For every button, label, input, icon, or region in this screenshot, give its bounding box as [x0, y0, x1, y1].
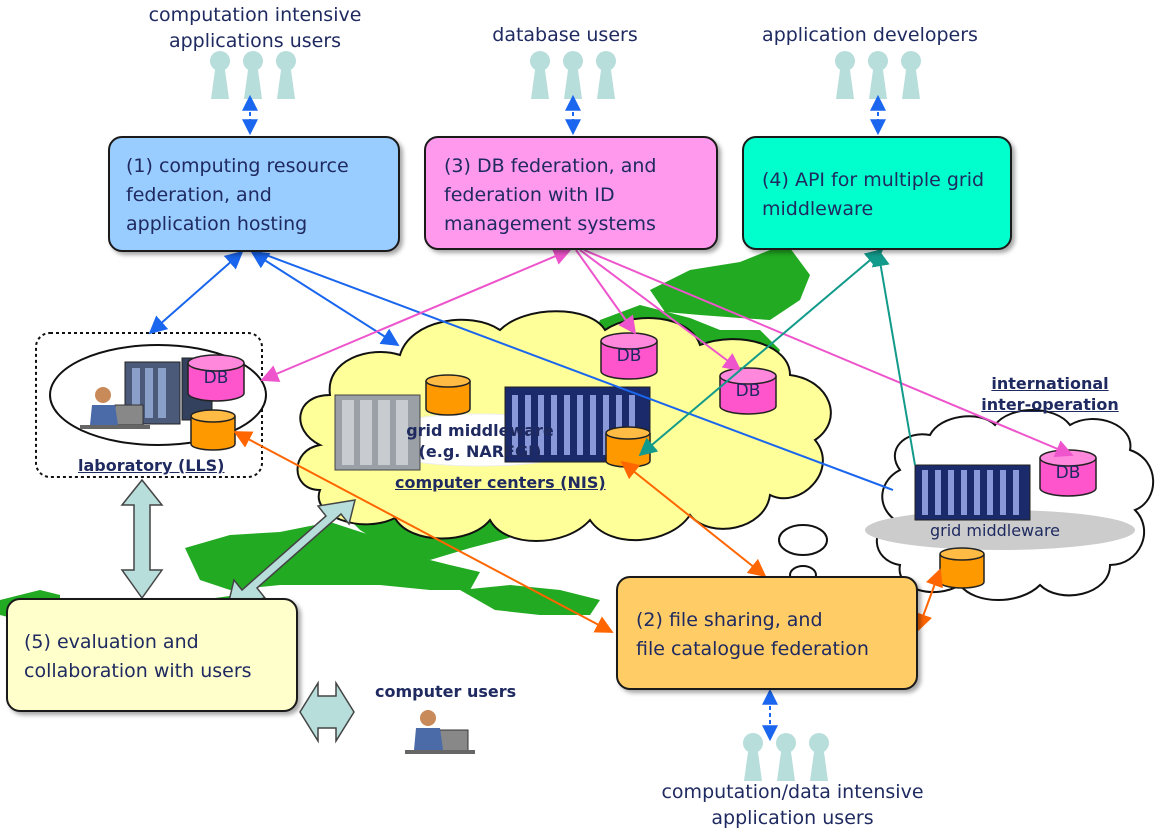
box-db-federation: (3) DB federation, and federation with I… — [424, 136, 718, 250]
box-evaluation-collaboration: (5) evaluation and collaboration with us… — [6, 598, 298, 712]
box-api-multiple-grid-middleware: (4) API for multiple grid middleware — [742, 136, 1012, 250]
storage-cylinder-center-2 — [605, 426, 651, 468]
label-computer-users: computer users — [375, 682, 517, 701]
orange-arrow-lab-box2 — [233, 431, 614, 633]
label-computer-centers: computer centers (NIS) — [395, 473, 606, 492]
storage-cylinder-intl — [939, 547, 985, 589]
db-label-lab: DB — [203, 368, 229, 388]
pink-arrow-box3-db1 — [575, 249, 637, 335]
user-group-data-intensive — [743, 733, 829, 781]
storage-cylinder-center — [425, 374, 471, 416]
label-laboratory: laboratory (LLS) — [78, 456, 225, 475]
db-label-center-2: DB — [735, 381, 761, 401]
orange-arrow-center-box2 — [620, 460, 767, 578]
db-label-center-1: DB — [616, 346, 642, 366]
label-international-interoperation: international inter-operation — [981, 374, 1119, 414]
user-group-developers — [835, 51, 921, 99]
teal-arrow-box4-intl — [871, 248, 916, 466]
label-application-developers: application developers — [762, 24, 978, 46]
orange-arrow-intl-box2 — [915, 568, 943, 632]
block-arrow-box5-users — [299, 680, 355, 744]
box-file-sharing: (2) file sharing, and file catalogue fed… — [616, 576, 918, 690]
label-data-intensive-users: computation/data intensive application u… — [661, 781, 924, 829]
label-grid-middleware-main: grid middleware (e.g. NAREGI) — [406, 421, 554, 461]
user-group-database — [530, 51, 616, 99]
label-grid-middleware-intl: grid middleware — [930, 521, 1061, 540]
db-label-intl: DB — [1055, 463, 1081, 483]
label-computation-users: computation intensive applications users — [148, 4, 362, 52]
server-rack-intl — [914, 464, 1031, 521]
person-at-computer-users — [405, 710, 475, 754]
user-group-computation — [210, 51, 296, 99]
block-arrow-lab-box5 — [120, 478, 164, 600]
storage-cylinder-lab — [190, 409, 236, 451]
thought-bubble-large — [778, 524, 828, 556]
label-database-users: database users — [492, 24, 638, 46]
blue-arrow-box1-lab — [148, 250, 244, 335]
person-at-computer-lab — [80, 387, 150, 429]
pink-arrow-box3-lab — [260, 248, 572, 382]
teal-arrow-box4-center — [638, 248, 884, 457]
box-computing-resource-federation: (1) computing resource federation, and a… — [108, 136, 400, 252]
